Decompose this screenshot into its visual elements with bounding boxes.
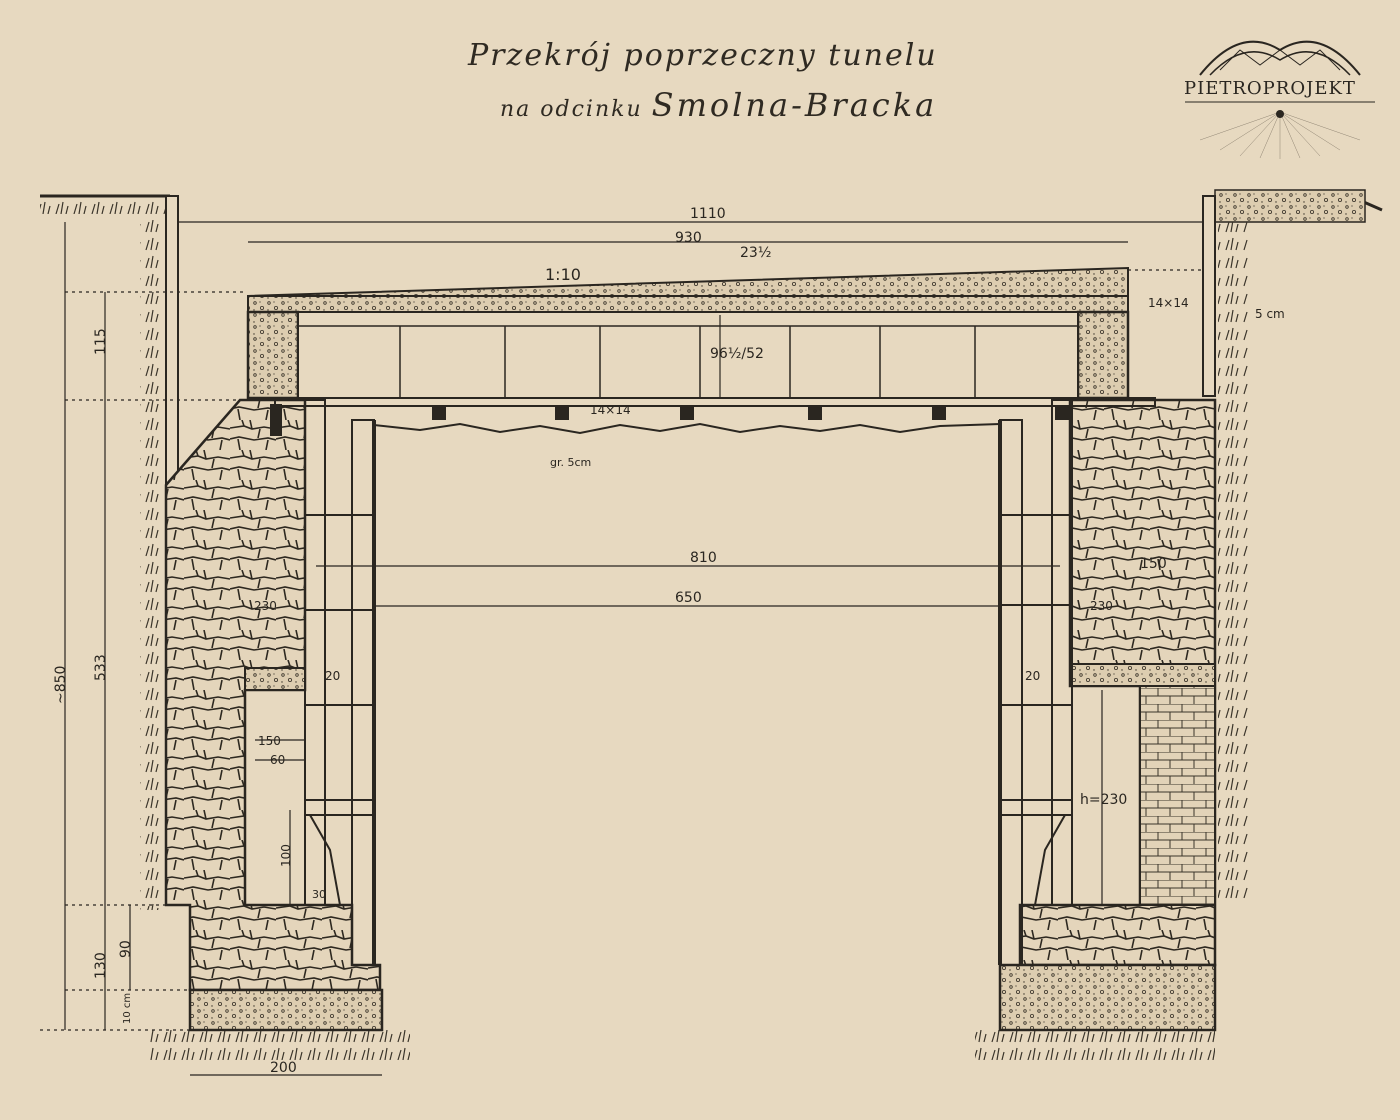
- dim-100: 100: [279, 844, 293, 867]
- title-section-name: Smolna-Bracka: [651, 86, 938, 124]
- dim-14x14-top: 14×14: [1148, 296, 1189, 310]
- dim-10cm: 10 cm: [122, 993, 133, 1024]
- dim-h230: h=230: [1080, 792, 1127, 808]
- dim-5cm-right: 5 cm: [1255, 307, 1285, 321]
- dim-23-5: 23½: [740, 245, 771, 261]
- dim-90: 90: [118, 940, 134, 958]
- right-wall-cap: [1069, 663, 1216, 687]
- ground-right: [975, 189, 1383, 1060]
- dim-230-right: 230: [1090, 599, 1113, 613]
- right-timber-column: [998, 399, 1073, 966]
- logo-text: PIETROPROJEKT: [1184, 78, 1356, 99]
- right-retaining-plank: [1202, 195, 1216, 397]
- dim-650: 650: [675, 590, 702, 606]
- dimension-labels: 1110 930 23½ 1:10 14×14 5 cm 96½/52 14×1…: [53, 206, 1285, 1076]
- roof-structure: [246, 266, 1156, 436]
- dim-115: 115: [93, 328, 109, 355]
- dim-1110: 1110: [690, 206, 726, 222]
- title-prefix: na odcinku: [500, 97, 643, 122]
- left-wall-masonry: [164, 398, 382, 992]
- dim-200: 200: [270, 1060, 297, 1076]
- ground-left: [40, 194, 410, 1060]
- excavation-line: [373, 422, 1001, 435]
- dim-30: 30: [312, 888, 326, 901]
- dim-150-left: 150: [258, 734, 281, 748]
- dim-20-left: 20: [325, 669, 340, 683]
- dim-20-right: 20: [1025, 669, 1040, 683]
- dim-850: ~850: [53, 666, 69, 704]
- dim-130: 130: [93, 952, 109, 979]
- dim-slope: 1:10: [545, 265, 581, 284]
- dim-150-right: 150: [1140, 556, 1167, 572]
- title-line-2: na odcinku Smolna-Bracka: [500, 86, 937, 124]
- left-footing-concrete: [188, 988, 384, 1032]
- left-wall-cap: [244, 667, 306, 691]
- right-footing-concrete: [998, 963, 1217, 1032]
- dim-230-left: 230: [254, 599, 277, 613]
- dim-533: 533: [93, 654, 109, 681]
- dim-930: 930: [675, 230, 702, 246]
- left-timber-column: [304, 399, 376, 966]
- left-retaining-plank: [165, 195, 179, 497]
- dim-96-52: 96½/52: [710, 346, 764, 362]
- pietroprojekt-logo: [1185, 40, 1375, 159]
- dim-810: 810: [690, 550, 717, 566]
- right-brick-wall: [1139, 685, 1216, 906]
- dim-60: 60: [270, 753, 285, 767]
- dim-gr-5cm: gr. 5cm: [550, 456, 591, 469]
- title-line-1: Przekrój poprzeczny tunelu: [468, 38, 938, 73]
- dim-14x14-beams: 14×14: [590, 403, 631, 417]
- dimension-lines: [40, 221, 1203, 1076]
